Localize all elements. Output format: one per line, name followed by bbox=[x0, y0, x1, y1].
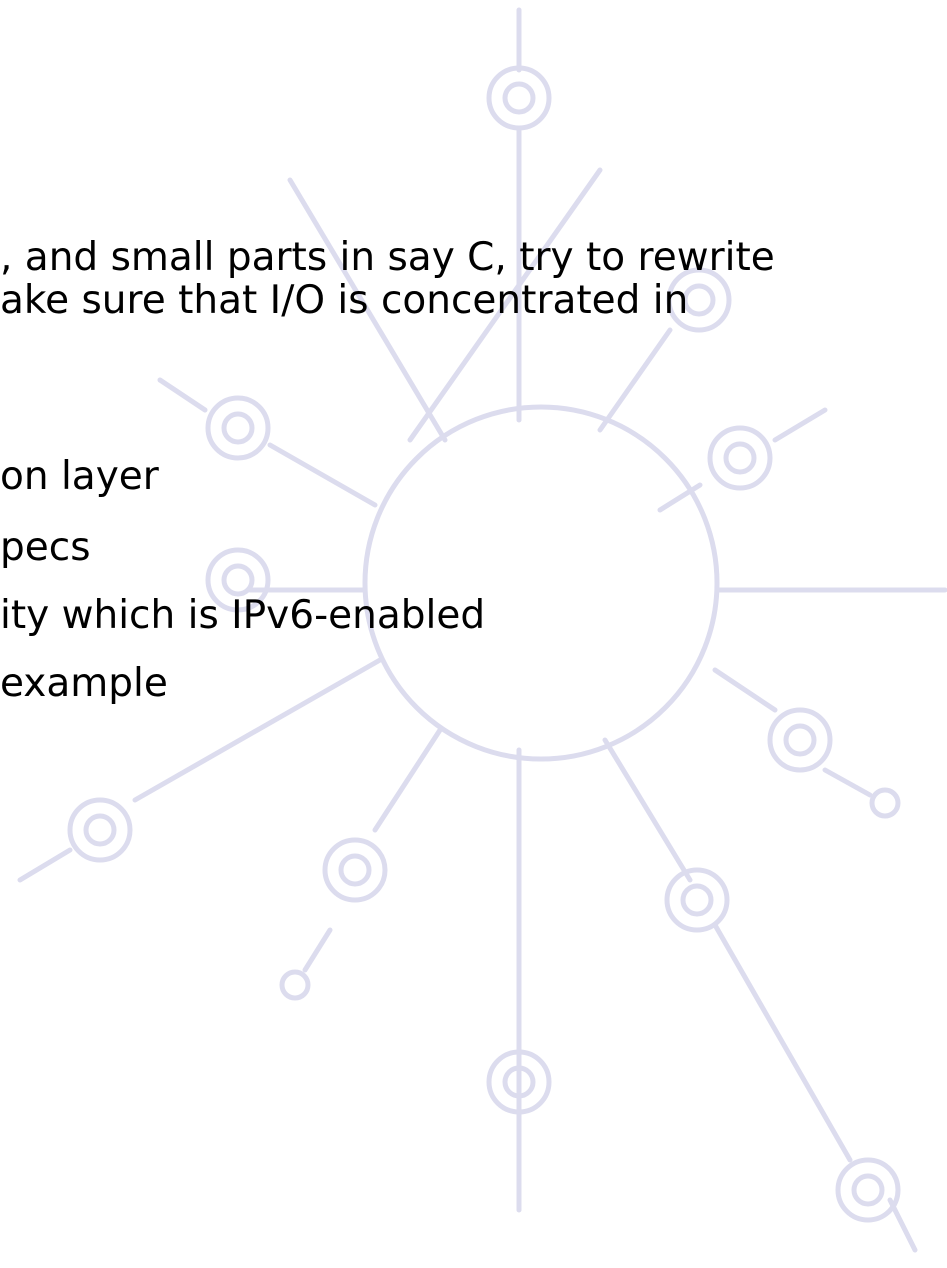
body-text-line-5: ity which is IPv6-enabled bbox=[0, 593, 486, 638]
body-text-line-3: on layer bbox=[0, 454, 159, 499]
body-text-line-4: pecs bbox=[0, 525, 91, 570]
body-text-line-2: ake sure that I/O is concentrated in bbox=[0, 278, 689, 323]
body-text-line-6: example bbox=[0, 661, 168, 706]
body-text-line-1: , and small parts in say C, try to rewri… bbox=[0, 235, 775, 280]
